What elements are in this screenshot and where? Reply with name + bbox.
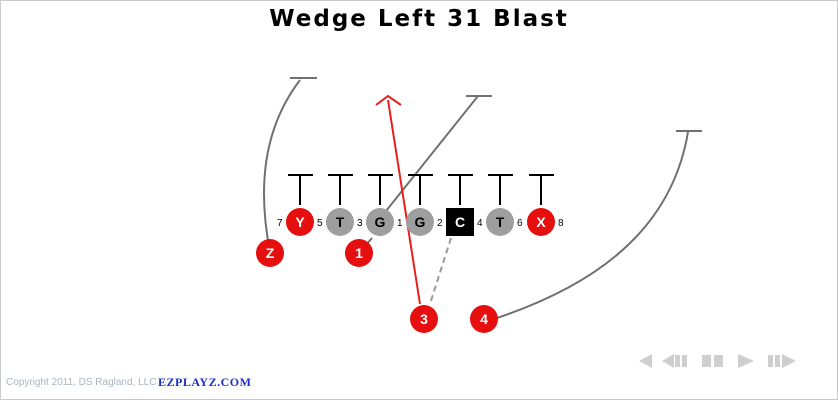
rewind-icon[interactable] (662, 354, 687, 368)
player-right-tackle-label: T (496, 214, 505, 230)
player-y[interactable]: Y (286, 208, 314, 236)
player-right-tackle[interactable]: T (486, 208, 514, 236)
player-right-guard-label: G (415, 214, 426, 230)
player-back-1[interactable]: 1 (345, 239, 373, 267)
player-center-label: C (455, 214, 465, 230)
back-1-route-upfield (385, 95, 479, 212)
gap-7: 7 (277, 218, 283, 229)
player-left-tackle[interactable]: T (326, 208, 354, 236)
player-back-4-label: 4 (480, 311, 488, 327)
playback-controls (639, 354, 796, 368)
gap-6: 6 (517, 218, 523, 229)
back-4-route (496, 131, 689, 319)
player-center[interactable]: C (446, 208, 474, 236)
blocking-marks (288, 174, 554, 205)
fast-forward-icon[interactable] (768, 354, 796, 368)
player-y-label: Y (295, 214, 305, 230)
ball-carrier-arrow (375, 94, 402, 106)
gap-1: 1 (397, 218, 403, 229)
player-left-guard[interactable]: G (366, 208, 394, 236)
player-left-tackle-label: T (336, 214, 345, 230)
gap-3: 3 (357, 218, 363, 229)
play-title: Wedge Left 31 Blast (269, 6, 569, 32)
player-back-4[interactable]: 4 (470, 305, 498, 333)
player-z-label: Z (266, 245, 275, 261)
routes (263, 77, 702, 319)
player-back-1-label: 1 (355, 245, 363, 261)
brand-link[interactable]: EZPLAYZ.COM (158, 375, 252, 389)
copyright-text: Copyright 2011, DS Ragland, LLC (6, 377, 157, 388)
gap-2: 2 (437, 218, 443, 229)
ball-carrier-route (387, 99, 421, 305)
player-back-3[interactable]: 3 (410, 305, 438, 333)
player-back-3-label: 3 (420, 311, 428, 327)
z-route (263, 79, 301, 253)
play-icon[interactable] (738, 354, 754, 368)
player-x-label: X (536, 214, 546, 230)
gap-numbers: 7 5 3 1 2 4 6 8 (277, 218, 564, 229)
handoff-dash (429, 237, 452, 305)
skip-back-icon[interactable] (639, 354, 652, 368)
player-left-guard-label: G (375, 214, 386, 230)
pause-icon[interactable] (702, 355, 723, 367)
players: Y T G G C T X (256, 208, 555, 333)
player-z[interactable]: Z (256, 239, 284, 267)
player-x[interactable]: X (527, 208, 555, 236)
player-right-guard[interactable]: G (406, 208, 434, 236)
gap-5: 5 (317, 218, 323, 229)
gap-4: 4 (477, 218, 483, 229)
gap-8: 8 (558, 218, 564, 229)
